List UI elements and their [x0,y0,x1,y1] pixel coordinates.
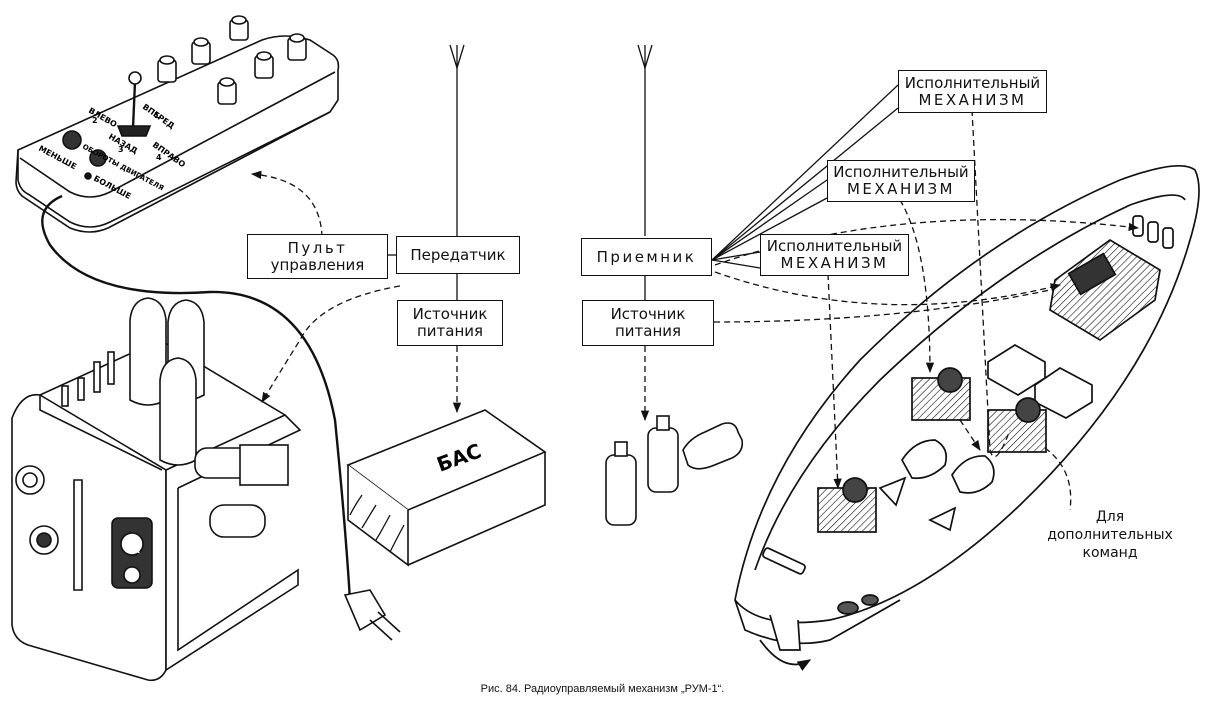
boat-drawing [734,164,1200,671]
actuator-box-2: Исполнительный механизм [827,160,975,202]
control-console-box: Пульт управления [247,234,388,279]
transmitter-power-line1: Источник [412,305,488,323]
receiver-label: Приемник [596,247,697,266]
svg-text:2: 2 [92,116,98,125]
svg-text:1: 1 [154,111,160,120]
transmitter-chassis-drawing [11,297,401,682]
extra-commands-line2: дополнительных [1047,527,1173,543]
receiver-power-line1: Источник [610,305,686,323]
battery-block-drawing [346,409,547,567]
control-console-drawing [15,15,352,601]
actuator-box-1: Исполнительный механизм [898,70,1047,113]
actuator-3-line1: Исполнительный [766,237,903,255]
actuator-2-line2: механизм [846,180,955,198]
transmitter-box: Передатчик [396,236,520,274]
actuator-2-line1: Исполнительный [833,163,969,181]
receiver-power-line2: питания [614,322,682,340]
actuator-1-line1: Исполнительный [904,73,1041,92]
actuator-3-line2: механизм [780,254,889,272]
control-console-line1: Пульт [287,238,348,257]
svg-text:4: 4 [156,153,162,162]
connection-lines [388,44,899,300]
receiver-power-box: Источник питания [582,300,714,346]
transmitter-power-box: Источник питания [397,300,503,346]
receiver-batteries-drawing [605,415,744,526]
switch-label: ВК [124,540,143,556]
figure-caption: Рис. 84. Радиоуправляемый механизм „РУМ-… [480,683,725,695]
extra-commands-label: Для дополнительных команд [1030,508,1190,562]
transmitter-power-line2: питания [416,322,484,340]
svg-text:3: 3 [118,145,124,154]
actuator-box-3: Исполнительный механизм [760,234,909,276]
extra-commands-line1: Для [1095,509,1125,525]
actuator-1-line2: механизм [918,90,1027,109]
transmitter-label: Передатчик [410,245,506,264]
receiver-box: Приемник [581,238,712,276]
control-console-line2: управления [270,255,365,274]
extra-commands-line3: команд [1082,545,1138,561]
